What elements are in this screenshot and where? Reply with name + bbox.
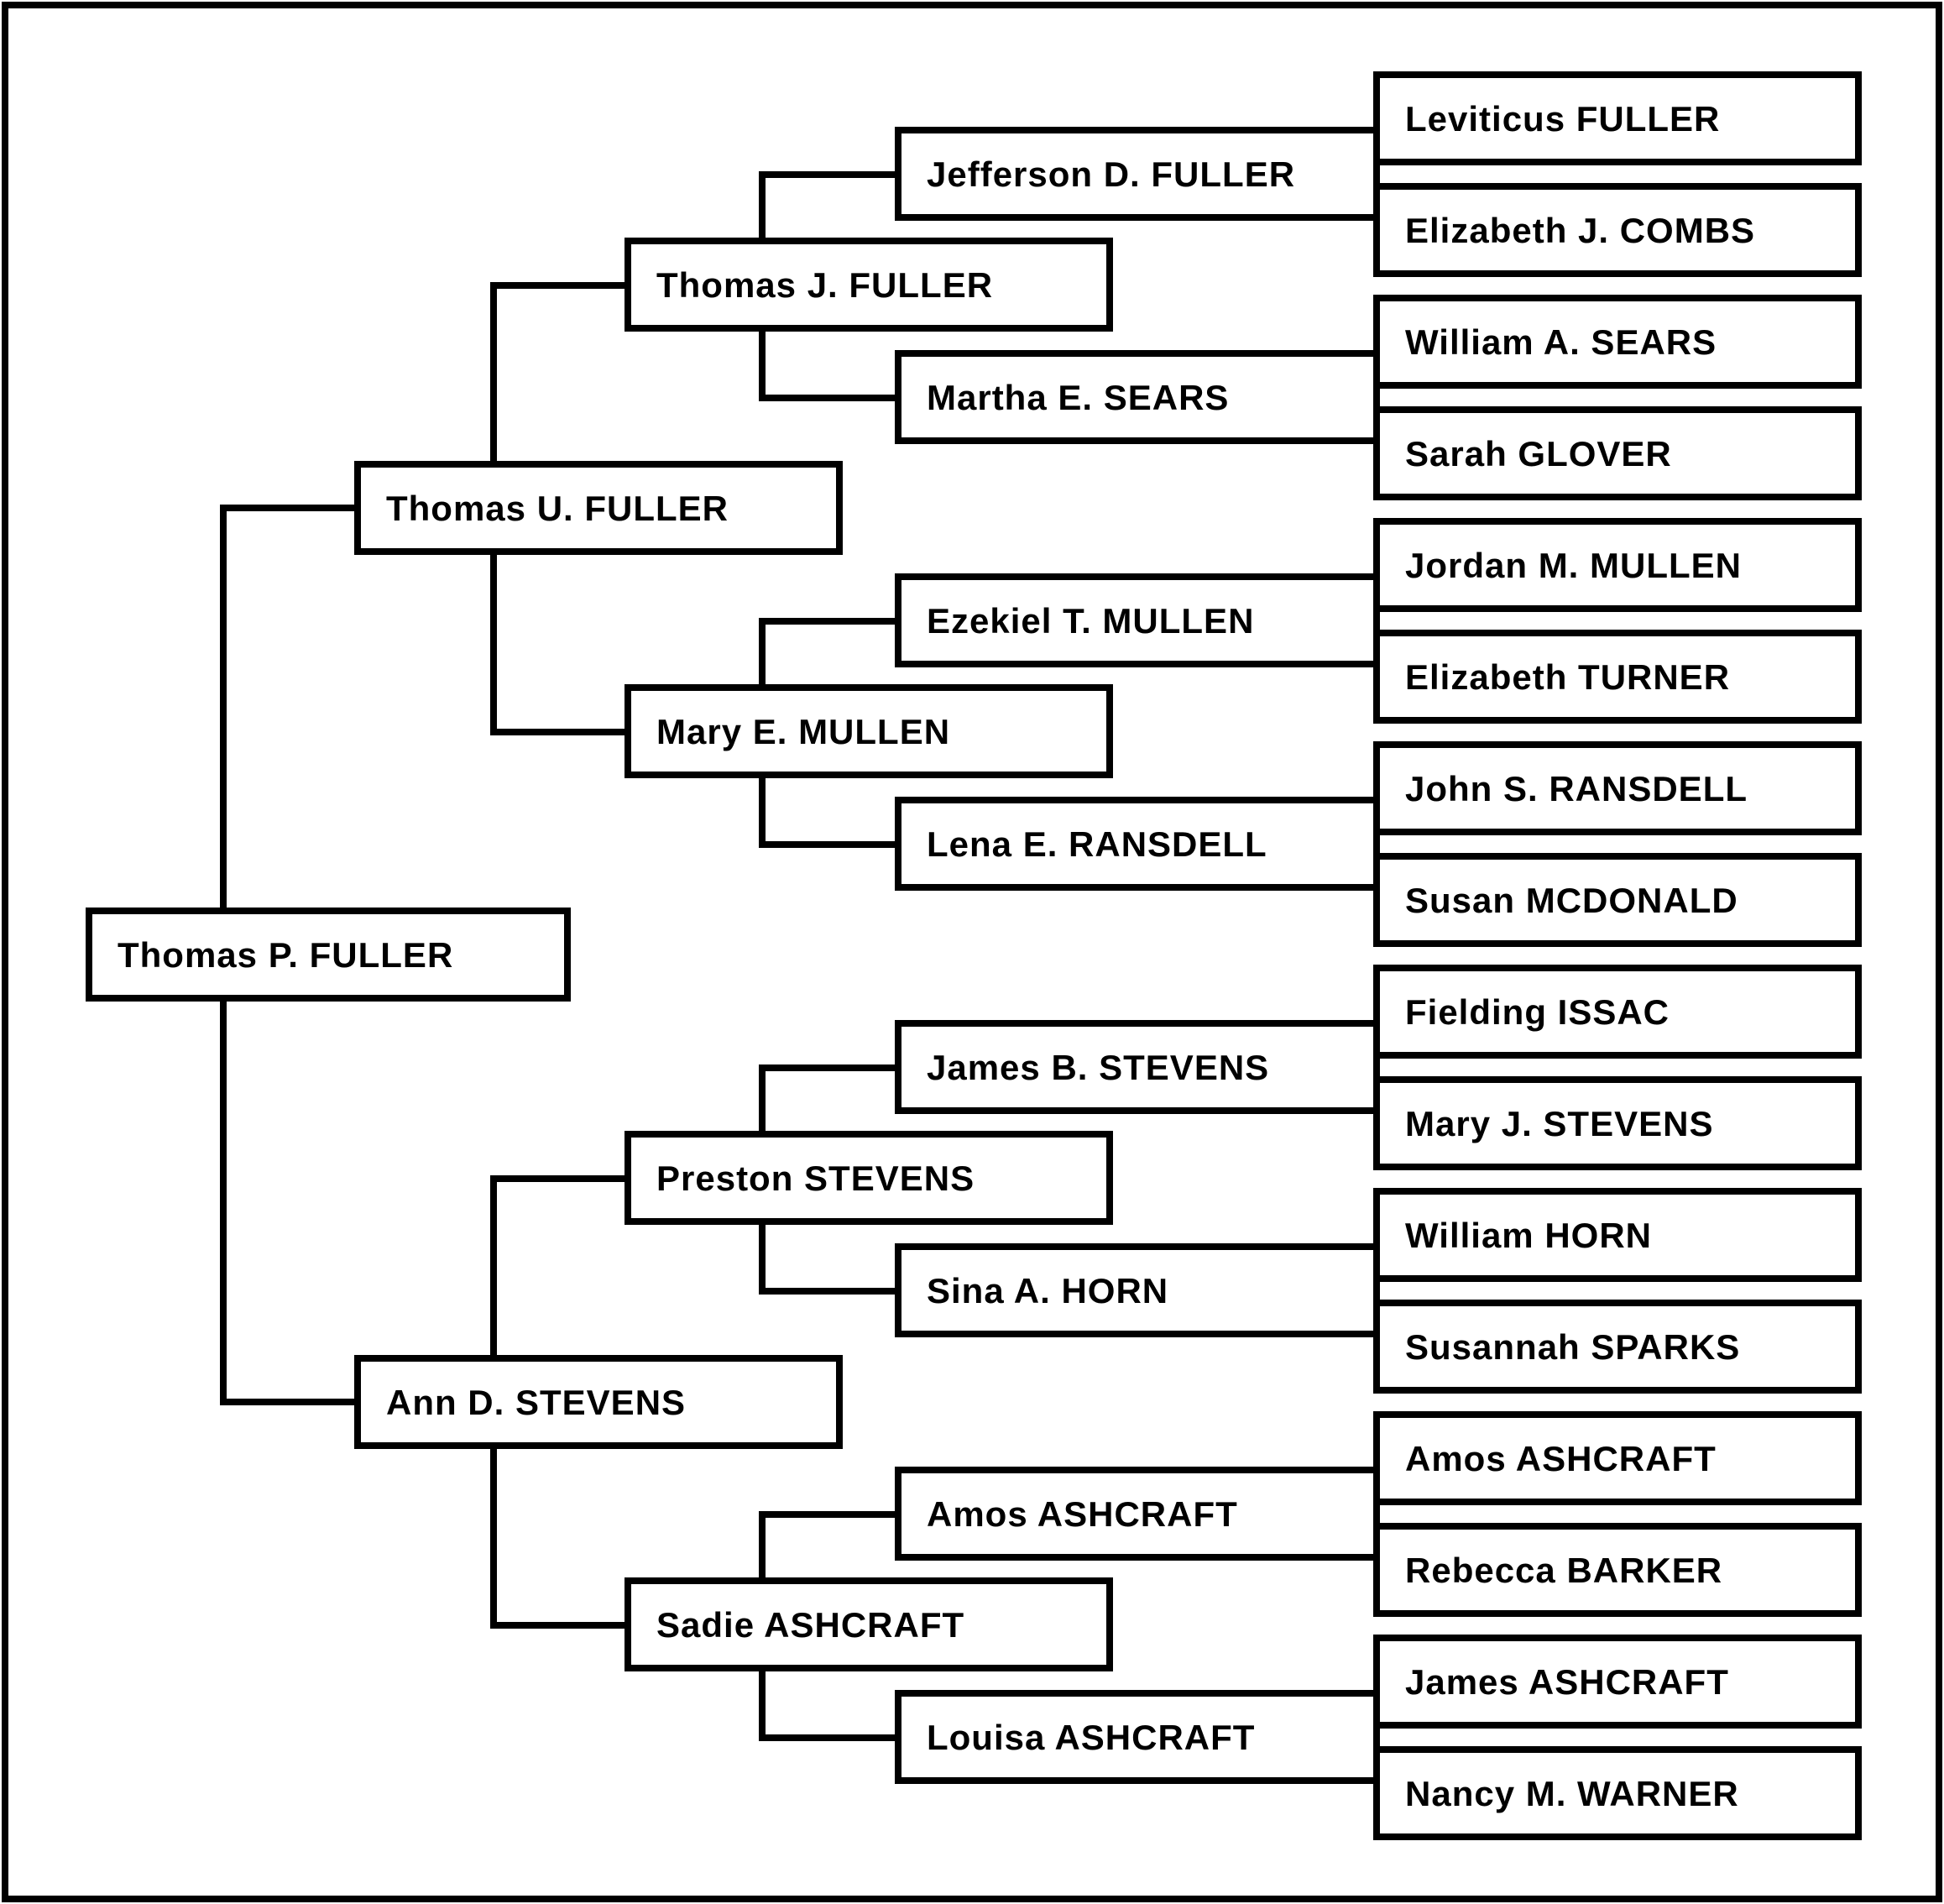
person-name-ggp-8: Louisa ASHCRAFT [927, 1718, 1255, 1757]
person-name-gggp-7: John S. RANSDELL [1405, 769, 1748, 808]
person-box-gggp-16 [1373, 1746, 1862, 1840]
person-name-gggp-10: Mary J. STEVENS [1405, 1104, 1713, 1143]
person-box-ggp-6 [895, 1243, 1380, 1337]
person-name-gp-1: Thomas J. FULLER [656, 265, 993, 305]
person-box-gggp-10 [1373, 1076, 1862, 1170]
person-name-ggp-5: James B. STEVENS [927, 1048, 1269, 1087]
person-name-gggp-16: Nancy M. WARNER [1405, 1774, 1739, 1813]
person-name-ggp-7: Amos ASHCRAFT [927, 1494, 1238, 1534]
person-name-gggp-2: Elizabeth J. COMBS [1405, 211, 1755, 250]
person-name-ggp-3: Ezekiel T. MULLEN [927, 601, 1254, 641]
connector-root [220, 505, 361, 1405]
person-name-gggp-4: Sarah GLOVER [1405, 434, 1672, 473]
person-name-gp-2: Mary E. MULLEN [656, 712, 950, 751]
person-name-ggp-2: Martha E. SEARS [927, 378, 1229, 417]
connector-gp-4 [759, 1511, 901, 1741]
person-box-gggp-5 [1373, 518, 1862, 612]
person-box-gggp-7 [1373, 741, 1862, 835]
person-box-gggp-2 [1373, 183, 1862, 277]
person-name-parent-1: Thomas U. FULLER [386, 489, 729, 528]
person-boxes [86, 71, 1862, 1840]
person-box-ggp-1 [895, 127, 1380, 221]
person-box-ggp-3 [895, 573, 1380, 667]
person-name-ggp-4: Lena E. RANSDELL [927, 824, 1267, 864]
person-name-gggp-14: Rebecca BARKER [1405, 1551, 1722, 1590]
person-name-gggp-3: William A. SEARS [1405, 322, 1717, 362]
person-name-gggp-6: Elizabeth TURNER [1405, 657, 1730, 697]
person-name-gggp-1: Leviticus FULLER [1405, 99, 1720, 139]
person-name-gp-4: Sadie ASHCRAFT [656, 1605, 964, 1645]
person-box-ggp-2 [895, 350, 1380, 444]
person-box-gggp-14 [1373, 1523, 1862, 1617]
person-name-gggp-13: Amos ASHCRAFT [1405, 1439, 1717, 1478]
person-box-gggp-8 [1373, 853, 1862, 947]
person-box-gp-1 [624, 238, 1113, 332]
person-box-gp-3 [624, 1131, 1113, 1225]
person-name-root: Thomas P. FULLER [118, 935, 453, 975]
person-box-parent-1 [354, 461, 843, 555]
person-names: Thomas P. FULLER Thomas U. FULLER Ann D.… [118, 99, 1755, 1813]
connector-parent-1 [490, 282, 631, 735]
person-box-gggp-9 [1373, 965, 1862, 1059]
person-box-ggp-8 [895, 1690, 1380, 1784]
person-box-gggp-1 [1373, 71, 1862, 165]
person-box-gggp-3 [1373, 295, 1862, 389]
person-box-gp-4 [624, 1577, 1113, 1671]
person-name-gggp-5: Jordan M. MULLEN [1405, 546, 1742, 585]
person-box-gggp-12 [1373, 1300, 1862, 1394]
person-name-gggp-8: Susan MCDONALD [1405, 881, 1738, 920]
person-name-ggp-6: Sina A. HORN [927, 1271, 1168, 1310]
connector-gp-3 [759, 1064, 901, 1295]
person-name-gggp-12: Susannah SPARKS [1405, 1327, 1740, 1367]
person-name-gggp-9: Fielding ISSAC [1405, 992, 1670, 1032]
person-box-ggp-7 [895, 1467, 1380, 1561]
person-box-gp-2 [624, 684, 1113, 778]
person-box-gggp-13 [1373, 1411, 1862, 1505]
person-box-gggp-15 [1373, 1635, 1862, 1729]
person-box-gggp-11 [1373, 1188, 1862, 1282]
person-box-ggp-5 [895, 1020, 1380, 1114]
person-box-gggp-4 [1373, 406, 1862, 500]
person-box-gggp-6 [1373, 630, 1862, 724]
person-box-ggp-4 [895, 797, 1380, 891]
person-name-gggp-15: James ASHCRAFT [1405, 1662, 1729, 1702]
person-name-parent-2: Ann D. STEVENS [386, 1383, 686, 1422]
person-box-parent-2 [354, 1355, 843, 1449]
connector-gp-1 [759, 171, 901, 401]
connector-gp-2 [759, 618, 901, 848]
person-name-gggp-11: William HORN [1405, 1216, 1652, 1255]
person-box-root [86, 908, 571, 1002]
connector-parent-2 [490, 1175, 631, 1629]
person-name-ggp-1: Jefferson D. FULLER [927, 154, 1295, 194]
person-name-gp-3: Preston STEVENS [656, 1159, 975, 1198]
